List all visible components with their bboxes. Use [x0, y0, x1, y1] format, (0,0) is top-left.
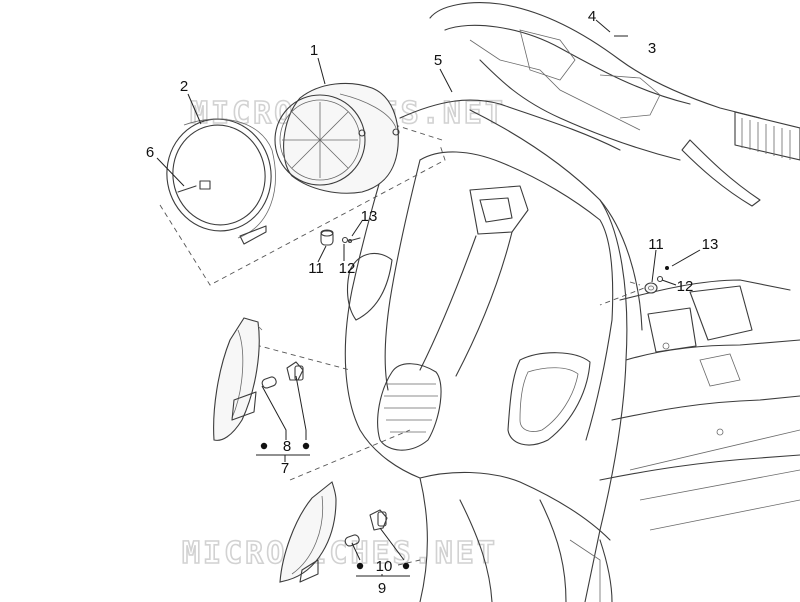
front-indicator-lower [279, 481, 337, 583]
callout-1: 1 [310, 42, 318, 59]
callout-13-left: 13 [361, 208, 378, 225]
callout-labels: 1 2 3 4 5 6 11 12 13 11 13 12 8 7 10 9 [146, 8, 719, 597]
screw-set-right [644, 266, 669, 294]
callout-11-right: 11 [648, 236, 664, 253]
handlebar-grip [734, 111, 800, 161]
callout-8: 8 [283, 438, 291, 455]
headlamp-trim-ring [166, 118, 276, 245]
bulb-lower-10 [344, 509, 388, 547]
front-indicator-upper [213, 317, 263, 441]
callout-2: 2 [180, 78, 188, 95]
callout-12-right: 12 [677, 278, 694, 295]
bulb-upper-8 [261, 361, 304, 389]
callout-10: 10 [376, 558, 393, 575]
callout-11-left: 11 [308, 260, 324, 277]
leader-lines [156, 19, 701, 577]
headlamp-unit [274, 82, 400, 194]
callout-5: 5 [434, 52, 442, 69]
horn-grille [377, 363, 442, 451]
scooter-body [344, 2, 800, 602]
bracket-dots [260, 442, 410, 570]
callout-12-left: 12 [339, 260, 356, 277]
callout-7: 7 [281, 460, 289, 477]
watermark-bottom: MICROFICHES.NET [182, 536, 498, 571]
callout-9: 9 [378, 580, 386, 597]
callout-13-right: 13 [702, 236, 719, 253]
assembly-guides [159, 124, 653, 566]
screw-set-left [320, 229, 361, 246]
callout-6: 6 [146, 144, 154, 161]
callout-4: 4 [588, 8, 596, 25]
callout-3: 3 [648, 40, 656, 57]
